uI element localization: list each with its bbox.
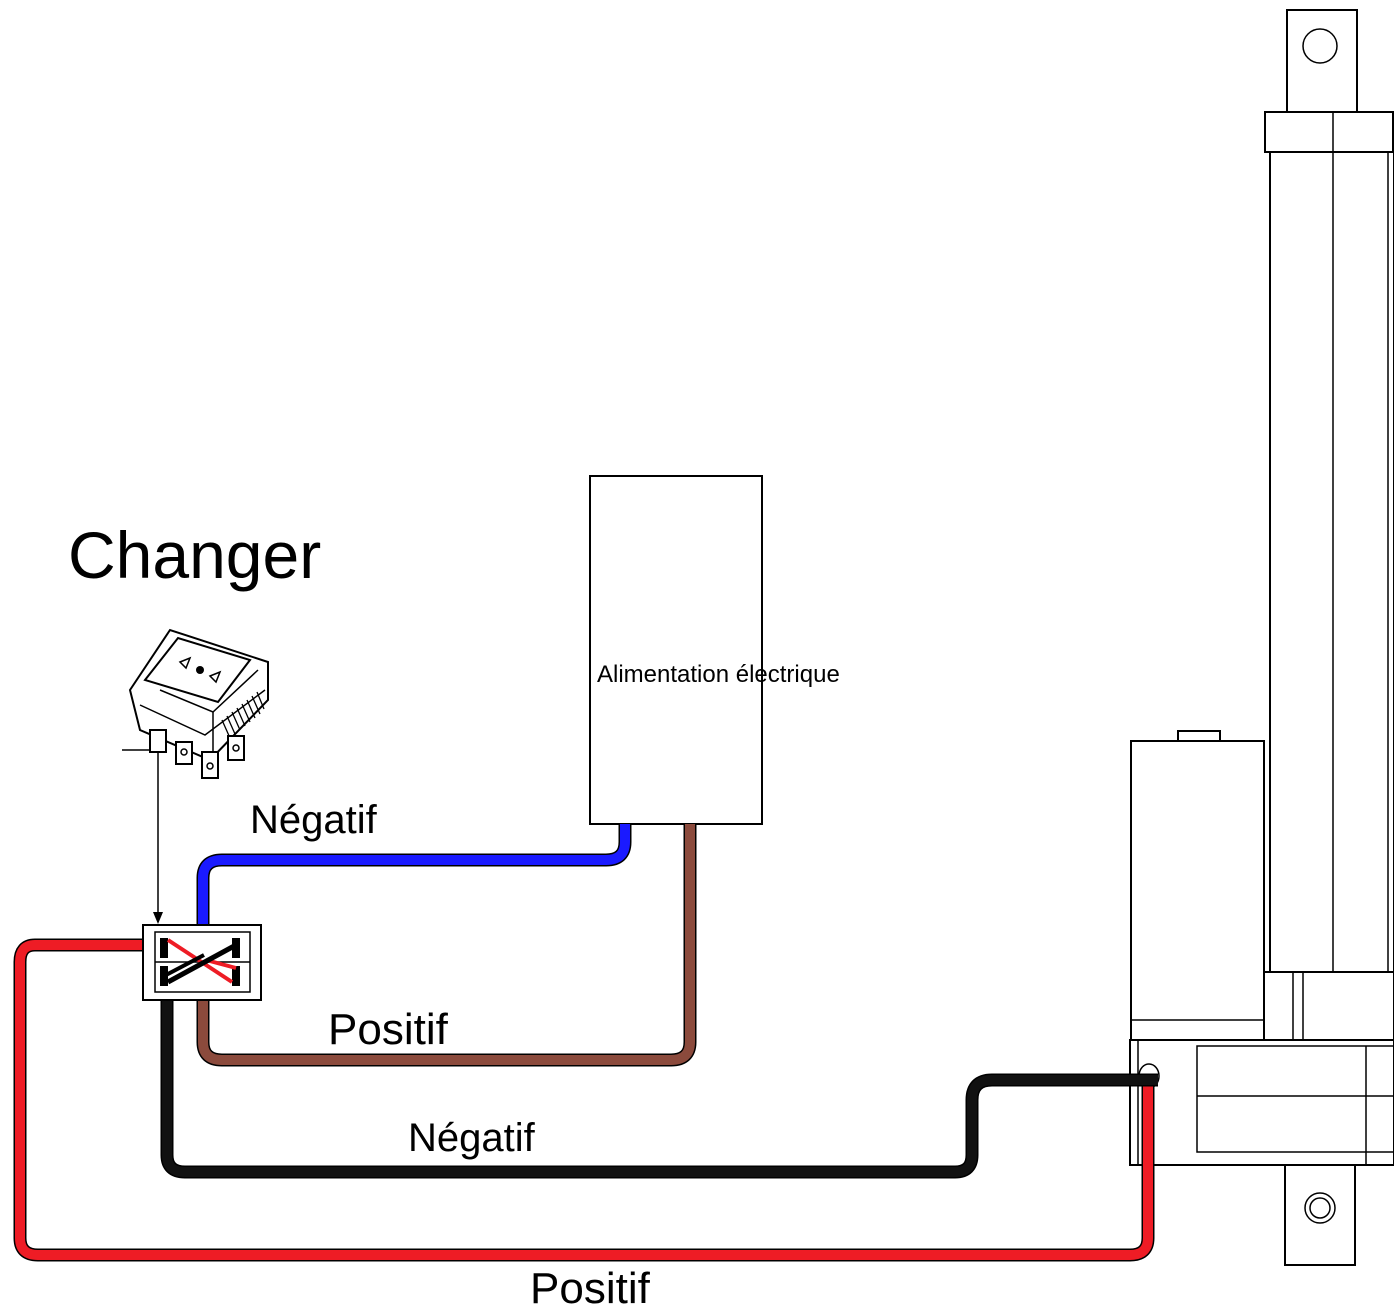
label-supply-negative: Négatif [250,798,378,842]
label-actuator-positive: Positif [530,1264,651,1313]
switch-title: Changer [68,518,321,592]
wire-supply-negative [196,824,632,935]
wire-actuator-negative [160,990,1158,1179]
power-supply-label: Alimentation électrique [597,661,840,688]
label-supply-positive: Positif [328,1005,449,1054]
label-actuator-negative: Négatif [408,1116,536,1160]
switch-schematic [142,924,262,1001]
wire-actuator-positive [13,938,1155,1262]
switch-arrow [122,735,163,924]
rocker-switch-icon [128,628,269,779]
wire-supply-positive [196,824,697,1067]
power-supply [589,475,763,825]
linear-actuator [1129,9,1394,1266]
